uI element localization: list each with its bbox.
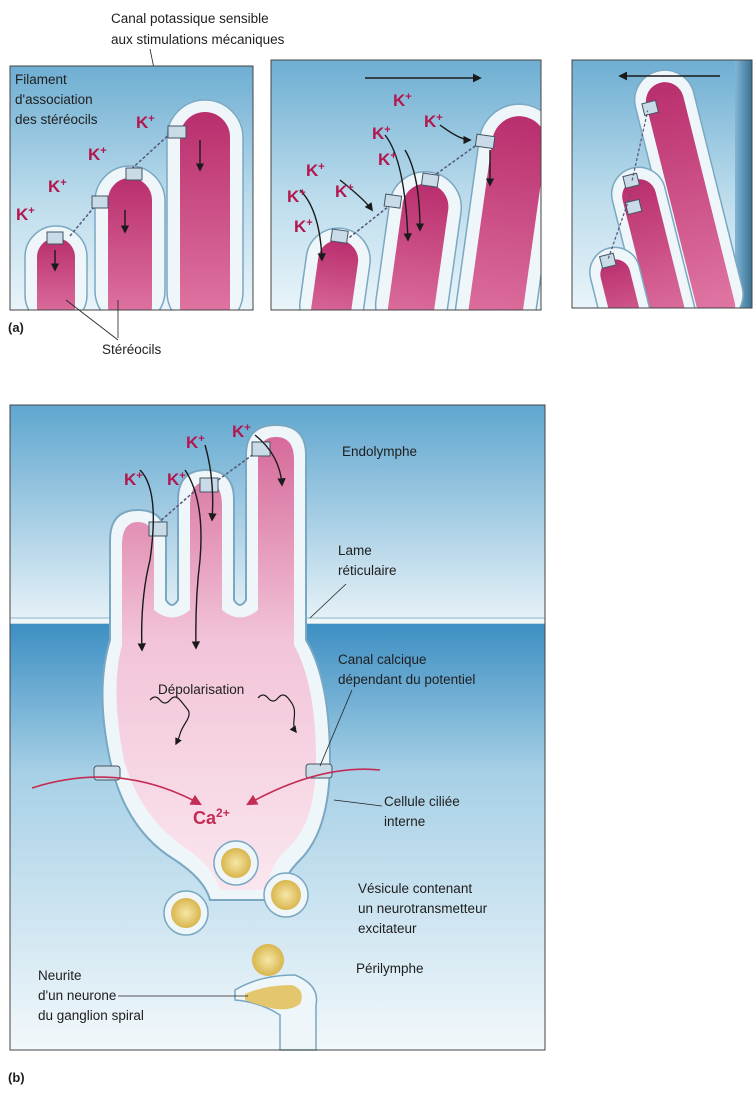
endolymph-label: Endolymphe [342,444,417,459]
lame-label-line2: réticulaire [338,563,397,578]
vesicle-label-line1: Vésicule contenant [358,881,472,896]
vesicle-label-line2: un neurotransmetteur [358,901,488,916]
frame-a2 [271,60,564,368]
frame-a3 [546,60,752,363]
potassium-channel-label-line2: aux stimulations mécaniques [111,32,285,47]
neurite-label-line3: du ganglion spiral [38,1008,144,1023]
neurite-label-line1: Neurite [38,968,82,983]
panel-b-letter: (b) [8,1070,25,1085]
filament-label-line3: des stéréocils [15,112,98,127]
calcium-channel-label-line1: Canal calcique [338,652,427,667]
depolarisation-label: Dépolarisation [158,682,244,697]
frame-b [10,405,545,1050]
filament-label-line1: Filament [15,72,67,87]
hair-cell-label-line2: interne [384,814,425,829]
neurite-label-line2: d'un neurone [38,988,116,1003]
hair-cell-label-line1: Cellule ciliée [384,794,460,809]
perilymph-label: Périlymphe [356,961,424,976]
panel-a-letter: (a) [8,320,24,335]
potassium-channel-label-line1: Canal potassique sensible [111,11,269,26]
filament-label-line2: d'association [15,92,93,107]
lame-label-line1: Lame [338,543,372,558]
vesicle-label-line3: excitateur [358,921,417,936]
stereocils-label: Stéréocils [102,342,162,357]
calcium-channel-label-line2: dépendant du potentiel [338,672,475,687]
